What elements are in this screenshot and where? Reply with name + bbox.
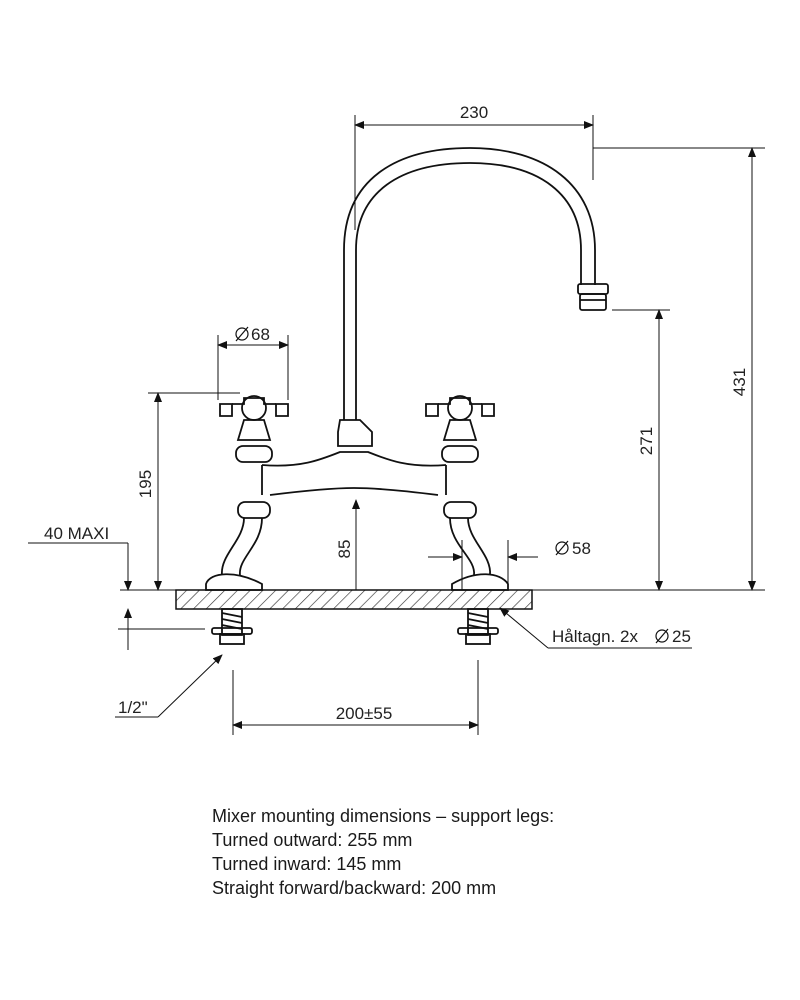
notes-line-inward: Turned inward: 145 mm — [212, 854, 402, 874]
diameter-symbol — [655, 629, 669, 643]
dim-spout-height: 271 — [637, 427, 656, 455]
dim-base-diameter-value: 58 — [572, 539, 591, 558]
notes-line-straight: Straight forward/backward: 200 mm — [212, 878, 497, 898]
dim-body-height: 85 — [335, 540, 354, 559]
dimension-labels: 230 431 271 68 195 40 MAXI 85 58 Håltagn… — [44, 103, 749, 723]
dim-base-diameter: 58 — [555, 539, 591, 558]
dim-handle-diameter: 68 — [235, 325, 270, 344]
dim-thread: 1/2" — [118, 698, 148, 717]
diameter-symbol — [555, 541, 569, 555]
diameter-symbol — [235, 327, 249, 341]
dim-deck-thickness: 40 MAXI — [44, 524, 109, 543]
dim-spout-reach: 230 — [460, 103, 488, 122]
hole-spec-text: Håltagn. 2x — [552, 627, 638, 646]
hole-diameter-value: 25 — [672, 627, 691, 646]
notes-title: Mixer mounting dimensions – support legs… — [212, 806, 555, 826]
dim-centers: 200±55 — [336, 704, 393, 723]
deck-plate — [120, 589, 765, 610]
faucet-outline — [205, 147, 609, 645]
dim-handle-height: 195 — [136, 470, 155, 498]
notes-line-outward: Turned outward: 255 mm — [212, 830, 413, 850]
hole-spec-label: Håltagn. 2x 25 — [552, 627, 691, 646]
mounting-notes: Mixer mounting dimensions – support legs… — [212, 804, 554, 900]
dim-handle-diameter-value: 68 — [251, 325, 270, 344]
dim-total-height: 431 — [730, 368, 749, 396]
dimension-lines — [28, 115, 765, 735]
